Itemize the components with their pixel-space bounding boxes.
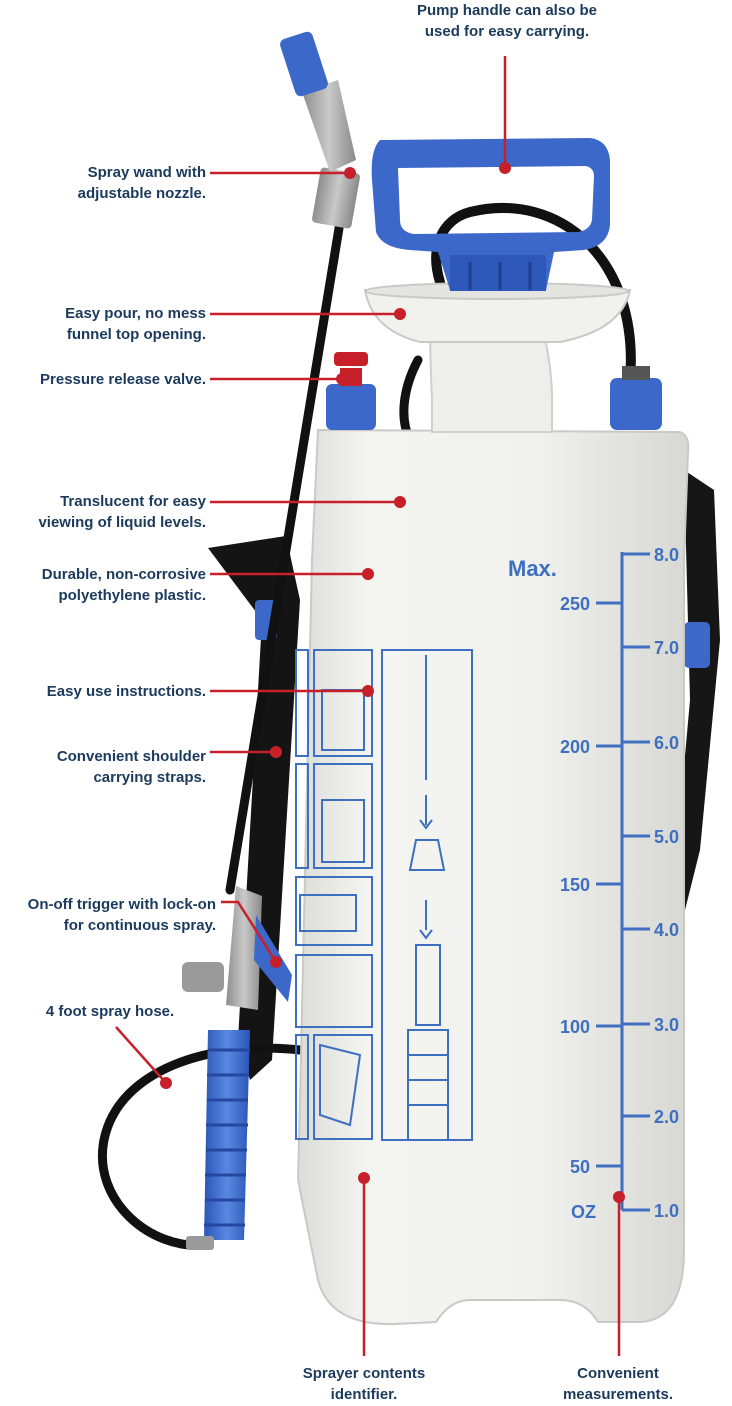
- oz-tick-label: 50: [570, 1157, 590, 1177]
- callout-funnel: Easy pour, no mess funnel top opening.: [65, 305, 206, 343]
- callout-measurements: Convenient measurements.: [562, 1365, 674, 1403]
- callout-durable: Durable, non-corrosive polyethylene plas…: [41, 566, 206, 604]
- callout-pressure-valve: Pressure release valve.: [40, 371, 206, 388]
- liter-tick-label: 1.0: [654, 1201, 679, 1221]
- pressure-release-valve: [326, 352, 376, 430]
- liter-tick-label: 4.0: [654, 920, 679, 940]
- red-dot-marker: [270, 746, 282, 758]
- callout-pump-handle: Pump handle can also be used for easy ca…: [416, 2, 598, 40]
- oz-unit-label: OZ: [571, 1202, 596, 1222]
- spray-wand: [225, 31, 360, 895]
- callout-contents: Sprayer contents identifier.: [302, 1365, 426, 1403]
- callout-hose: 4 foot spray hose.: [45, 1003, 175, 1020]
- liter-tick-label: 7.0: [654, 638, 679, 658]
- scale-max-label: Max.: [508, 556, 557, 581]
- liter-tick-label: 2.0: [654, 1107, 679, 1127]
- red-dot-marker: [358, 1172, 370, 1184]
- instruction-panels: [295, 649, 473, 1141]
- leader-dots: [160, 162, 625, 1203]
- callout-straps: Convenient shoulder carrying straps.: [56, 748, 206, 786]
- red-dot-marker: [613, 1191, 625, 1203]
- oz-tick-label: 200: [560, 737, 590, 757]
- liter-tick-label: 6.0: [654, 733, 679, 753]
- liter-tick-label: 3.0: [654, 1015, 679, 1035]
- liter-tick-label: 8.0: [654, 545, 679, 565]
- liter-tick-label: 5.0: [654, 827, 679, 847]
- red-dot-marker: [394, 496, 406, 508]
- red-dot-marker: [362, 685, 374, 697]
- red-dot-marker: [270, 956, 282, 968]
- callout-translucent: Translucent for easy viewing of liquid l…: [38, 493, 206, 531]
- callout-spray-wand: Spray wand with adjustable nozzle.: [77, 164, 206, 202]
- tank-body: [296, 282, 690, 1326]
- callout-instructions: Easy use instructions.: [46, 683, 206, 700]
- red-dot-marker: [336, 373, 348, 385]
- red-dot-marker: [394, 308, 406, 320]
- red-dot-marker: [362, 568, 374, 580]
- red-dot-marker: [160, 1077, 172, 1089]
- oz-tick-label: 100: [560, 1017, 590, 1037]
- scale-labels: Max. 250 200 150 100 50 OZ 8.0 7.0 6.0 5…: [508, 545, 679, 1222]
- pump-handle: [371, 138, 610, 291]
- leader-lines: [115, 56, 621, 1356]
- measurement-scale: [596, 552, 650, 1212]
- oz-tick-label: 150: [560, 875, 590, 895]
- red-dot-marker: [344, 167, 356, 179]
- hose-connector-cap: [610, 366, 662, 430]
- callout-trigger: On-off trigger with lock-on for continuo…: [27, 896, 216, 934]
- oz-tick-label: 250: [560, 594, 590, 614]
- red-dot-marker: [499, 162, 511, 174]
